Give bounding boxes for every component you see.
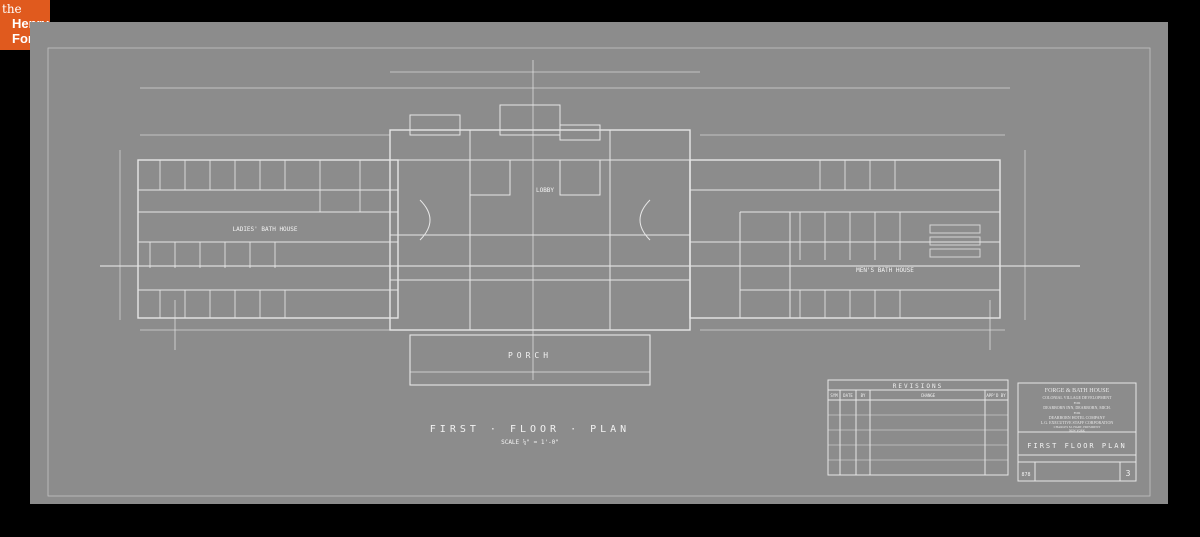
tb-line7: L.G. EXECUTIVE STAFF CORPORATION (1041, 420, 1114, 425)
rev-col-appd: APP'D BY (986, 393, 1006, 398)
tb-line4: DEARBORN INN, DEARBORN, MICH. (1043, 405, 1111, 411)
rev-col-by: BY (861, 393, 866, 398)
sheet-title: FIRST FLOOR PLAN (1027, 442, 1126, 450)
revisions-table (827, 379, 1009, 476)
tb-line2: COLONIAL VILLAGE DEVELOPMENT (1042, 395, 1112, 400)
job-number: 878 (1021, 472, 1030, 478)
sheet-number: 3 (1126, 469, 1131, 478)
rev-col-sym: SYM (830, 393, 838, 398)
porch-label: PORCH (508, 351, 552, 360)
tb-line8: CHARLES M. HART, PRESIDENT (1054, 425, 1101, 430)
plan-scale: SCALE ¼" = 1'-0" (501, 439, 559, 446)
revisions-heading: REVISIONS (893, 383, 944, 390)
rev-col-change: CHANGE (921, 393, 936, 398)
rev-col-date: DATE (843, 393, 853, 398)
tb-line3: FOR (1074, 401, 1081, 405)
logo-the: the (2, 2, 22, 16)
ladies-label: LADIES' BATH HOUSE (232, 226, 297, 233)
title-block (1017, 382, 1137, 482)
tb-line1: FORGE & BATH HOUSE (1045, 388, 1110, 394)
mens-label: MEN'S BATH HOUSE (856, 267, 914, 274)
lobby-label: LOBBY (536, 187, 554, 194)
plan-title: FIRST · FLOOR · PLAN (430, 424, 630, 435)
tb-line5: FOR (1074, 411, 1081, 415)
tb-line6: DEARBORN HOTEL COMPANY (1049, 415, 1106, 420)
tb-line9: NEW YORK (1069, 429, 1086, 433)
blueprint-sheet (30, 22, 1168, 504)
